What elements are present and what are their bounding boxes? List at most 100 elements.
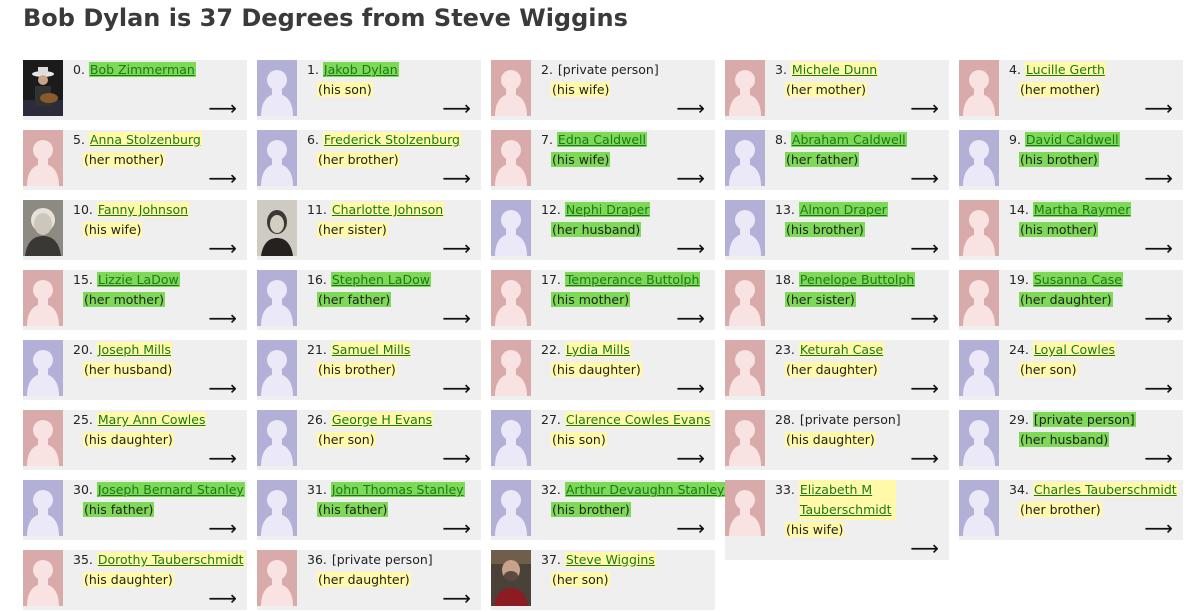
person-name-link[interactable]: George H Evans [330, 412, 434, 427]
female-silhouette-icon[interactable] [725, 270, 765, 326]
person-name-link[interactable]: Dorothy Tauberschmidt [96, 552, 245, 567]
person-name-link[interactable]: Jakob Dylan [322, 62, 399, 77]
degree-number: 1. [307, 62, 319, 77]
right-arrow-icon: ⟶ [208, 306, 237, 330]
female-silhouette-icon[interactable] [725, 60, 765, 116]
relationship-label: (his wife) [551, 152, 611, 167]
person-name-link[interactable]: Susanna Case [1032, 272, 1123, 287]
person-text: 27. Clarence Cowles Evans(his son) [541, 410, 713, 450]
male-silhouette-icon[interactable] [257, 410, 297, 466]
male-silhouette-icon[interactable] [959, 340, 999, 396]
male-silhouette-icon[interactable] [959, 130, 999, 186]
female-silhouette-icon[interactable] [959, 60, 999, 116]
female-silhouette-icon[interactable] [491, 340, 531, 396]
person-line: 17. Temperance Buttolph [541, 270, 713, 290]
person-card: 17. Temperance Buttolph(his mother)⟶ [491, 270, 715, 330]
person-text: 15. Lizzie LaDow(her mother) [73, 270, 245, 310]
person-name-link[interactable]: Lizzie LaDow [96, 272, 180, 287]
female-silhouette-icon[interactable] [959, 270, 999, 326]
relationship-label: (her son) [1019, 362, 1078, 377]
relationship-line: (his wife) [775, 520, 947, 540]
relationship-line: (his son) [307, 80, 479, 100]
person-name-link[interactable]: Michele Dunn [790, 62, 879, 77]
person-text: 7. Edna Caldwell(his wife) [541, 130, 713, 170]
relationship-label: (her daughter) [317, 572, 411, 587]
person-name-link[interactable]: Abraham Caldwell [790, 132, 907, 147]
male-silhouette-icon[interactable] [725, 200, 765, 256]
female-silhouette-icon[interactable] [725, 340, 765, 396]
relationship-label: (his mother) [1019, 222, 1099, 237]
person-name-link[interactable]: Almon Draper [798, 202, 888, 217]
relationship-line: (his brother) [1009, 150, 1181, 170]
female-silhouette-icon[interactable] [491, 270, 531, 326]
person-name-link[interactable]: John Thomas Stanley [330, 482, 465, 497]
male-silhouette-icon[interactable] [959, 480, 999, 536]
male-silhouette-icon[interactable] [257, 340, 297, 396]
person-line: 21. Samuel Mills [307, 340, 479, 360]
person-name-link[interactable]: Keturah Case [798, 342, 885, 357]
male-silhouette-icon[interactable] [257, 130, 297, 186]
degree-number: 19. [1009, 272, 1029, 287]
relationship-label: (her son) [317, 432, 376, 447]
person-name-link[interactable]: Bob Zimmerman [88, 62, 196, 77]
person-line: 28. [private person] [775, 410, 947, 430]
person-name-link[interactable]: Joseph Bernard Stanley [96, 482, 245, 497]
person-name-link[interactable]: Charles Tauberschmidt [1032, 482, 1178, 497]
person-name-link[interactable]: Martha Raymer [1032, 202, 1132, 217]
person-name-link[interactable]: Stephen LaDow [330, 272, 431, 287]
person-text: 4. Lucille Gerth(her mother) [1009, 60, 1181, 100]
person-photo[interactable] [23, 60, 63, 116]
male-silhouette-icon[interactable] [23, 480, 63, 536]
female-silhouette-icon[interactable] [491, 130, 531, 186]
male-silhouette-icon[interactable] [491, 410, 531, 466]
person-name-link[interactable]: Anna Stolzenburg [88, 132, 202, 147]
person-name-link[interactable]: Arthur Devaughn Stanley [564, 482, 726, 497]
person-name-link[interactable]: Loyal Cowles [1032, 342, 1117, 357]
relationship-line: (his daughter) [73, 570, 245, 590]
person-name-link[interactable]: Fanny Johnson [96, 202, 190, 217]
female-silhouette-icon[interactable] [23, 550, 63, 606]
female-silhouette-icon[interactable] [725, 480, 765, 536]
person-name-link[interactable]: Samuel Mills [330, 342, 412, 357]
person-card: 24. Loyal Cowles(her son)⟶ [959, 340, 1183, 400]
male-silhouette-icon[interactable] [491, 480, 531, 536]
person-name-link[interactable]: Steve Wiggins [564, 552, 656, 567]
right-arrow-icon: ⟶ [910, 96, 939, 120]
person-photo[interactable] [491, 550, 531, 606]
person-name-link[interactable]: Clarence Cowles Evans [564, 412, 712, 427]
person-line: 23. Keturah Case [775, 340, 947, 360]
person-line: 3. Michele Dunn [775, 60, 947, 80]
male-silhouette-icon[interactable] [257, 480, 297, 536]
person-card: 0. Bob Zimmerman⟶ [23, 60, 247, 120]
person-name-link[interactable]: Lucille Gerth [1024, 62, 1106, 77]
person-name-link[interactable]: Penelope Buttolph [798, 272, 916, 287]
female-silhouette-icon[interactable] [23, 270, 63, 326]
male-silhouette-icon[interactable] [725, 130, 765, 186]
degree-number: 15. [73, 272, 93, 287]
male-silhouette-icon[interactable] [257, 60, 297, 116]
male-silhouette-icon[interactable] [491, 200, 531, 256]
person-name-link[interactable]: Elizabeth M Tauberschmidt [798, 480, 896, 520]
right-arrow-icon: ⟶ [676, 376, 705, 400]
person-photo[interactable] [23, 200, 63, 256]
female-silhouette-icon[interactable] [23, 130, 63, 186]
person-name-link[interactable]: Temperance Buttolph [564, 272, 701, 287]
person-photo[interactable] [257, 200, 297, 256]
person-name-link[interactable]: Lydia Mills [564, 342, 631, 357]
person-name-link[interactable]: David Caldwell [1024, 132, 1120, 147]
degree-number: 17. [541, 272, 561, 287]
right-arrow-icon: ⟶ [208, 166, 237, 190]
person-name-link[interactable]: Edna Caldwell [556, 132, 647, 147]
person-name-link[interactable]: Mary Ann Cowles [96, 412, 207, 427]
person-name-link[interactable]: Joseph Mills [96, 342, 172, 357]
male-silhouette-icon[interactable] [23, 340, 63, 396]
person-name-link[interactable]: Charlotte Johnson [330, 202, 445, 217]
female-silhouette-icon[interactable] [23, 410, 63, 466]
person-name-link[interactable]: Nephi Draper [564, 202, 651, 217]
male-silhouette-icon[interactable] [257, 270, 297, 326]
female-silhouette-icon[interactable] [959, 200, 999, 256]
relationship-label: (her husband) [551, 222, 642, 237]
person-name-link[interactable]: Frederick Stolzenburg [322, 132, 461, 147]
person-line: 10. Fanny Johnson [73, 200, 245, 220]
right-arrow-icon: ⟶ [208, 376, 237, 400]
